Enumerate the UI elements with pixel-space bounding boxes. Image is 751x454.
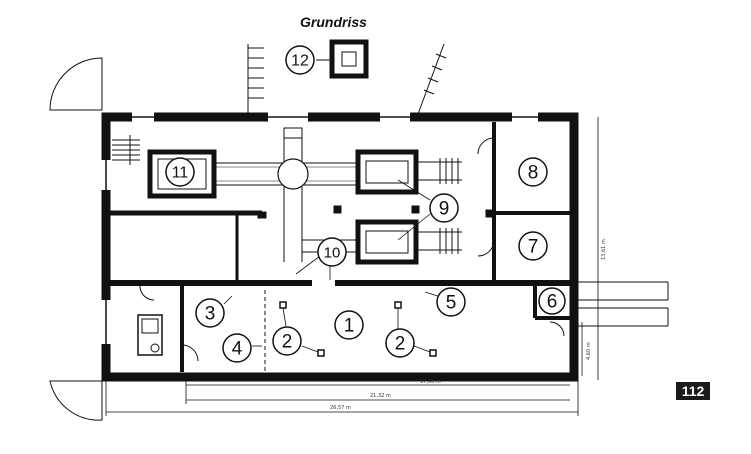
door (549, 321, 565, 337)
callout-circle-10 (317, 237, 347, 267)
pillar (257, 211, 267, 219)
arc-top-left (49, 57, 103, 111)
callout-circle-3 (195, 298, 225, 328)
arc-bottom-left (49, 380, 103, 421)
callout-circle-1 (334, 310, 364, 340)
marker-2-right-b (429, 349, 437, 357)
outer-wall (101, 112, 579, 382)
door (181, 344, 199, 362)
machine-9-lower (355, 219, 419, 265)
callout-1: 1 (344, 316, 355, 337)
callout-circle-4 (222, 333, 252, 363)
equipment-lower-left (137, 314, 163, 356)
door (477, 137, 495, 155)
gearbox (277, 158, 309, 190)
marker-2-right (394, 301, 402, 309)
shaft-12 (329, 39, 369, 79)
callout-circle-12 (285, 45, 315, 75)
callout-circle-9 (429, 193, 459, 223)
machine-11 (147, 149, 217, 199)
callout-2b: 2 (395, 334, 406, 355)
ramp-right-upper (578, 281, 669, 301)
door (139, 285, 155, 301)
callout-3: 3 (205, 304, 216, 325)
callout-5: 5 (446, 293, 457, 314)
dim-total-height: 13,61 m (601, 239, 607, 260)
callout-7: 7 (528, 237, 539, 258)
dim-side-height: 4,60 m (586, 342, 592, 360)
ramp-top-left (247, 44, 264, 114)
dim-total-length: 26,57 m (330, 405, 351, 411)
ramp-top-right (417, 43, 447, 115)
callout-circle-8 (518, 157, 548, 187)
dim-inner-length: 17,00 m (420, 379, 441, 385)
callout-10: 10 (324, 245, 341, 262)
callout-circle-6 (538, 287, 566, 315)
plan-title: Grundriss (300, 14, 367, 30)
marker-2-left (279, 301, 287, 309)
dim-mid-length: 21,32 m (370, 393, 391, 399)
callout-11: 11 (172, 165, 189, 182)
pillar (333, 205, 342, 214)
callout-circle-2b (385, 328, 415, 358)
pillar (411, 205, 420, 214)
callout-9: 9 (439, 199, 450, 220)
callout-6: 6 (547, 292, 558, 313)
callout-circle-11 (165, 157, 195, 187)
callout-4: 4 (232, 339, 243, 360)
page-number-badge: 112 (676, 382, 710, 400)
pillar (485, 209, 495, 218)
callout-12: 12 (291, 53, 309, 70)
door (477, 239, 495, 257)
stairs (112, 135, 140, 165)
callout-circle-2a (272, 326, 302, 356)
callout-circle-5 (436, 287, 466, 317)
ramp-right-lower (578, 307, 669, 327)
callout-2a: 2 (282, 332, 293, 353)
machine-9-upper (355, 149, 419, 195)
callout-circle-7 (518, 231, 548, 261)
callout-8: 8 (528, 163, 539, 184)
marker-2-left-b (317, 349, 325, 357)
